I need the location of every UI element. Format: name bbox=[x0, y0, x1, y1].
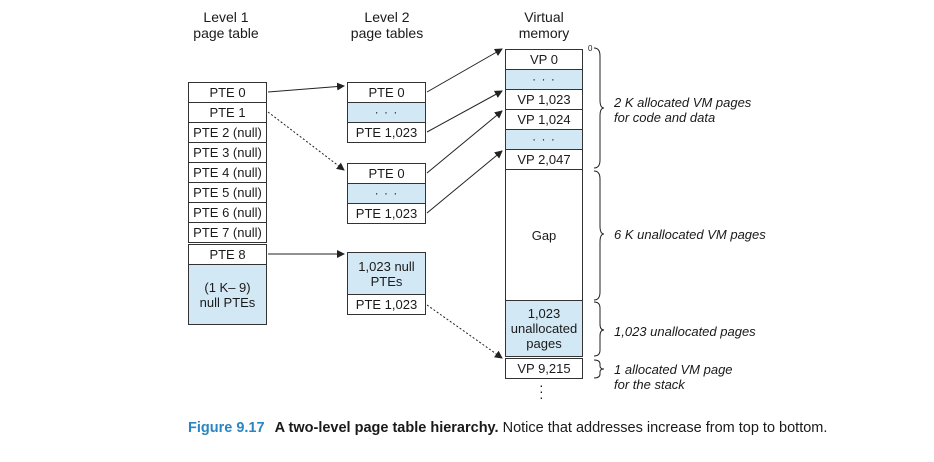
vm-tail-dot-1: · bbox=[539, 377, 544, 393]
vm-gap: Gap bbox=[505, 169, 583, 301]
arrow-l1pte1-to-l2b bbox=[267, 111, 345, 171]
vm-vp-2047: VP 2,047 bbox=[505, 149, 583, 170]
level2-header-line2: page tables bbox=[350, 25, 424, 41]
vm-unalloc-line2: unallocated bbox=[510, 321, 578, 336]
l1-pte-4: PTE 4 (null) bbox=[188, 162, 267, 183]
annotation-gap-line1: 6 K unallocated VM pages bbox=[614, 227, 766, 242]
l1-null-line2: null PTEs bbox=[199, 294, 256, 310]
level2-header-line1: Level 2 bbox=[364, 9, 410, 25]
l2c-null-line2: PTEs bbox=[370, 273, 403, 289]
caption-figure-number: Figure 9.17 bbox=[188, 420, 265, 436]
vm-header-line1: Virtual bbox=[524, 9, 564, 25]
arrow-l2b-pte0-to-vp1024 bbox=[426, 110, 503, 174]
annotation-stack-line2: for the stack bbox=[614, 377, 685, 392]
vm-header: Virtual memory bbox=[494, 9, 594, 41]
vm-tail-dots: · · · bbox=[539, 377, 544, 405]
level1-header: Level 1 page table bbox=[176, 9, 276, 41]
vm-tail-dot-3: · bbox=[539, 389, 544, 405]
vm-unallocated-block: 1,023 unallocated pages bbox=[505, 300, 583, 357]
arrow-l2a-pte0-to-vp0 bbox=[426, 48, 503, 93]
arrow-l2a-pte1023-to-vp1023 bbox=[426, 90, 503, 133]
l1-pte-8: PTE 8 bbox=[188, 244, 267, 265]
brace-allocated-code bbox=[593, 47, 605, 169]
l1-pte-1: PTE 1 bbox=[188, 102, 267, 123]
vm-dots-1: · · · bbox=[505, 69, 583, 90]
l1-null-block: (1 K– 9) null PTEs bbox=[188, 264, 267, 325]
annotation-unallocated: 1,023 unallocated pages bbox=[614, 324, 756, 339]
annotation-code-data-line1: 2 K allocated VM pages bbox=[614, 95, 752, 110]
l2a-pte-0: PTE 0 bbox=[347, 82, 426, 103]
caption-title: A two-level page table hierarchy. bbox=[274, 420, 499, 436]
annotation-gap: 6 K unallocated VM pages bbox=[614, 227, 766, 242]
level1-header-line1: Level 1 bbox=[203, 9, 249, 25]
vm-unalloc-line1: 1,023 bbox=[527, 306, 561, 321]
l2c-null-block: 1,023 null PTEs bbox=[347, 252, 426, 295]
vm-header-line2: memory bbox=[518, 25, 570, 41]
l2c-pte-1023: PTE 1,023 bbox=[347, 294, 426, 315]
arrow-l2b-pte1023-to-vp2047 bbox=[426, 150, 503, 214]
figure-caption: Figure 9.17 A two-level page table hierar… bbox=[188, 419, 828, 437]
l1-null-line1: (1 K– 9) bbox=[204, 279, 251, 295]
annotation-stack-line1: 1 allocated VM page bbox=[614, 362, 733, 377]
arrow-l2c-pte1023-to-vp9215 bbox=[426, 304, 503, 359]
vm-unalloc-line3: pages bbox=[526, 336, 562, 351]
brace-unallocated-gap bbox=[593, 170, 605, 301]
l2b-pte-1023: PTE 1,023 bbox=[347, 203, 426, 224]
annotation-stack: 1 allocated VM page for the stack bbox=[614, 362, 733, 392]
level2-header: Level 2 page tables bbox=[337, 9, 437, 41]
brace-stack bbox=[593, 359, 605, 379]
vm-vp-1024: VP 1,024 bbox=[505, 109, 583, 130]
arrow-l1pte0-to-l2a bbox=[267, 82, 345, 93]
vm-vp-9215: VP 9,215 bbox=[505, 358, 583, 379]
l1-pte-7: PTE 7 (null) bbox=[188, 222, 267, 243]
l1-pte-6: PTE 6 (null) bbox=[188, 202, 267, 223]
l2c-null-line1: 1,023 null bbox=[358, 258, 415, 274]
vm-zero-label: 0 bbox=[588, 44, 593, 53]
annotation-code-data-line2: for code and data bbox=[614, 110, 716, 125]
vm-tail-dot-2: · bbox=[539, 383, 544, 399]
l2a-pte-1023: PTE 1,023 bbox=[347, 122, 426, 143]
brace-unallocated-1023 bbox=[593, 301, 605, 357]
annotation-code-data: 2 K allocated VM pages for code and data bbox=[614, 95, 751, 125]
annotation-unallocated-line1: 1,023 unallocated pages bbox=[614, 324, 756, 339]
l1-pte-5: PTE 5 (null) bbox=[188, 182, 267, 203]
level1-header-line2: page table bbox=[193, 25, 259, 41]
l2b-pte-0: PTE 0 bbox=[347, 163, 426, 184]
caption-text: Notice that addresses increase from top … bbox=[498, 420, 828, 436]
